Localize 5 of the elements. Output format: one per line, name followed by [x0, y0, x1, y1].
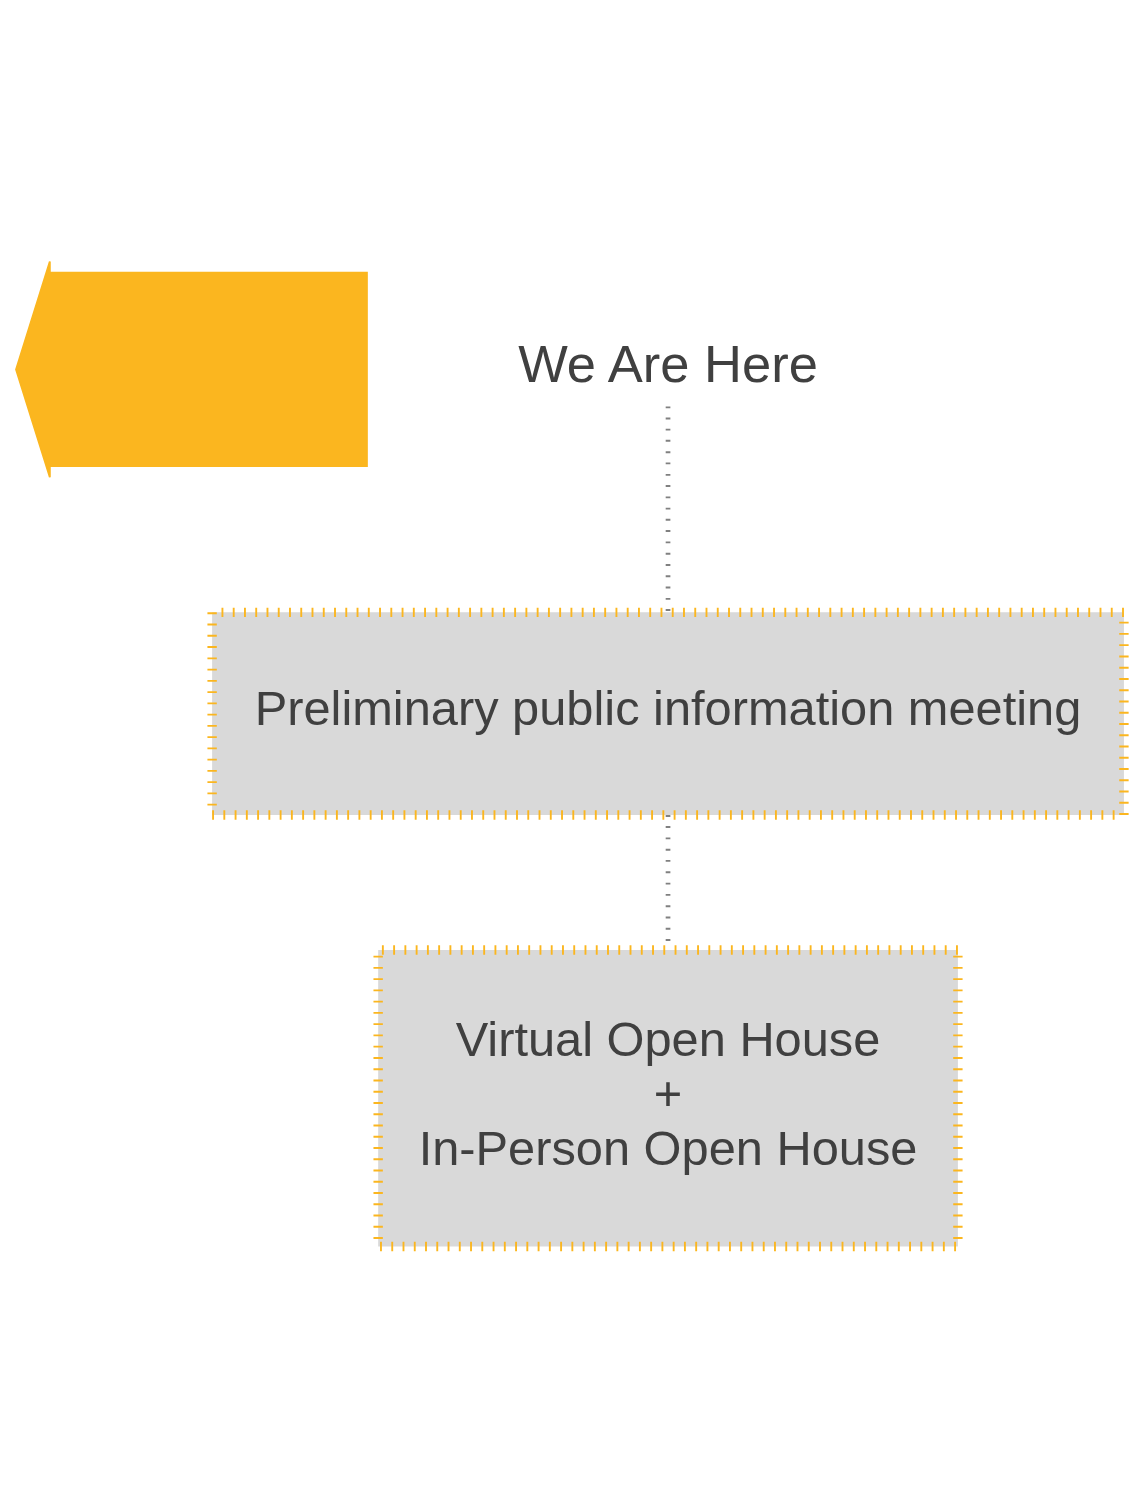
- node-box: Preliminary public information meeting: [207, 607, 1129, 820]
- connector: [665, 405, 671, 612]
- node-arrow: [15, 260, 368, 478]
- node-text: We Are Here: [518, 333, 818, 393]
- node-box: Virtual Open House + In-Person Open House: [373, 944, 963, 1251]
